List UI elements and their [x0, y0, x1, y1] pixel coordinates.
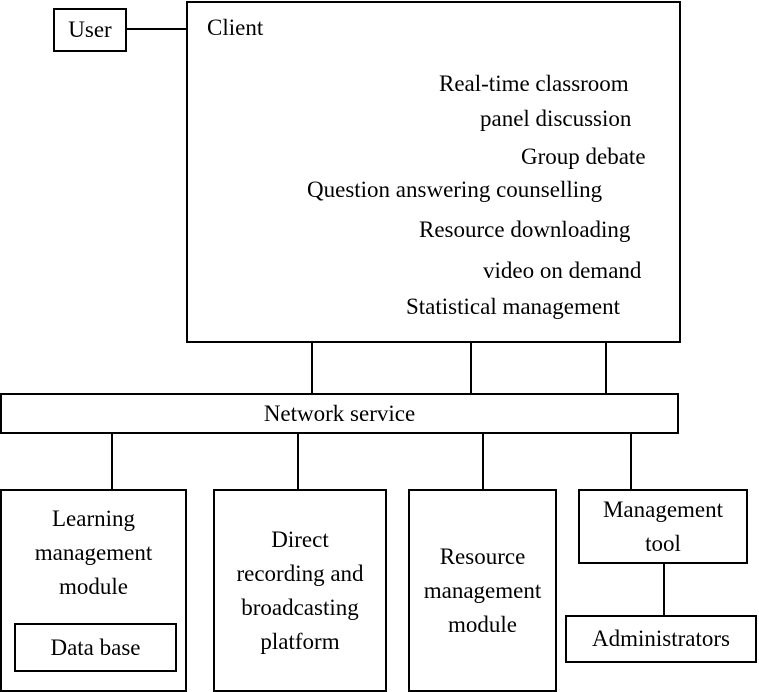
learning-line-3: module: [59, 574, 128, 599]
broadcast-line-1: Direct: [271, 526, 329, 552]
learning-line-1: Learning: [51, 506, 135, 531]
client-feature-panel-discussion: panel discussion: [480, 106, 632, 131]
resource-line-2: management: [423, 577, 542, 603]
resource-line-3: module: [448, 611, 517, 637]
network-service-bar: Network service: [0, 393, 679, 434]
client-feature-question-answering: Question answering counselling: [307, 177, 603, 202]
client-title: Client: [207, 15, 264, 40]
client-feature-video-on-demand: video on demand: [483, 258, 642, 283]
broadcast-line-2: recording and: [236, 560, 364, 586]
client-box: Client Real-time classroom panel discuss…: [186, 1, 681, 343]
learning-management-module-label: Learning management module: [2, 502, 185, 604]
learning-management-module-box: Learning management module Data base: [0, 489, 187, 692]
management-tool-line-2: tool: [645, 530, 681, 556]
resource-line-1: Resource: [439, 543, 526, 569]
resource-management-module-box: Resource management module: [408, 489, 557, 692]
client-feature-statistical-management: Statistical management: [406, 294, 620, 319]
network-service-label: Network service: [263, 400, 416, 426]
administrators-label: Administrators: [592, 626, 730, 651]
broadcasting-platform-box: Direct recording and broadcasting platfo…: [213, 489, 387, 692]
broadcast-line-4: platform: [260, 628, 340, 654]
client-feature-resource-downloading: Resource downloading: [419, 217, 631, 242]
broadcast-line-3: broadcasting: [241, 594, 359, 620]
user-box: User: [53, 8, 127, 52]
management-tool-line-1: Management: [602, 496, 724, 522]
client-feature-group-debate: Group debate: [521, 144, 646, 169]
learning-line-2: management: [34, 540, 153, 565]
management-tool-box: Management tool: [578, 489, 748, 564]
client-feature-realtime-classroom: Real-time classroom: [439, 71, 629, 96]
database-label: Data base: [50, 634, 141, 660]
administrators-box: Administrators: [565, 615, 757, 663]
user-label: User: [68, 17, 112, 42]
database-box: Data base: [14, 623, 177, 672]
